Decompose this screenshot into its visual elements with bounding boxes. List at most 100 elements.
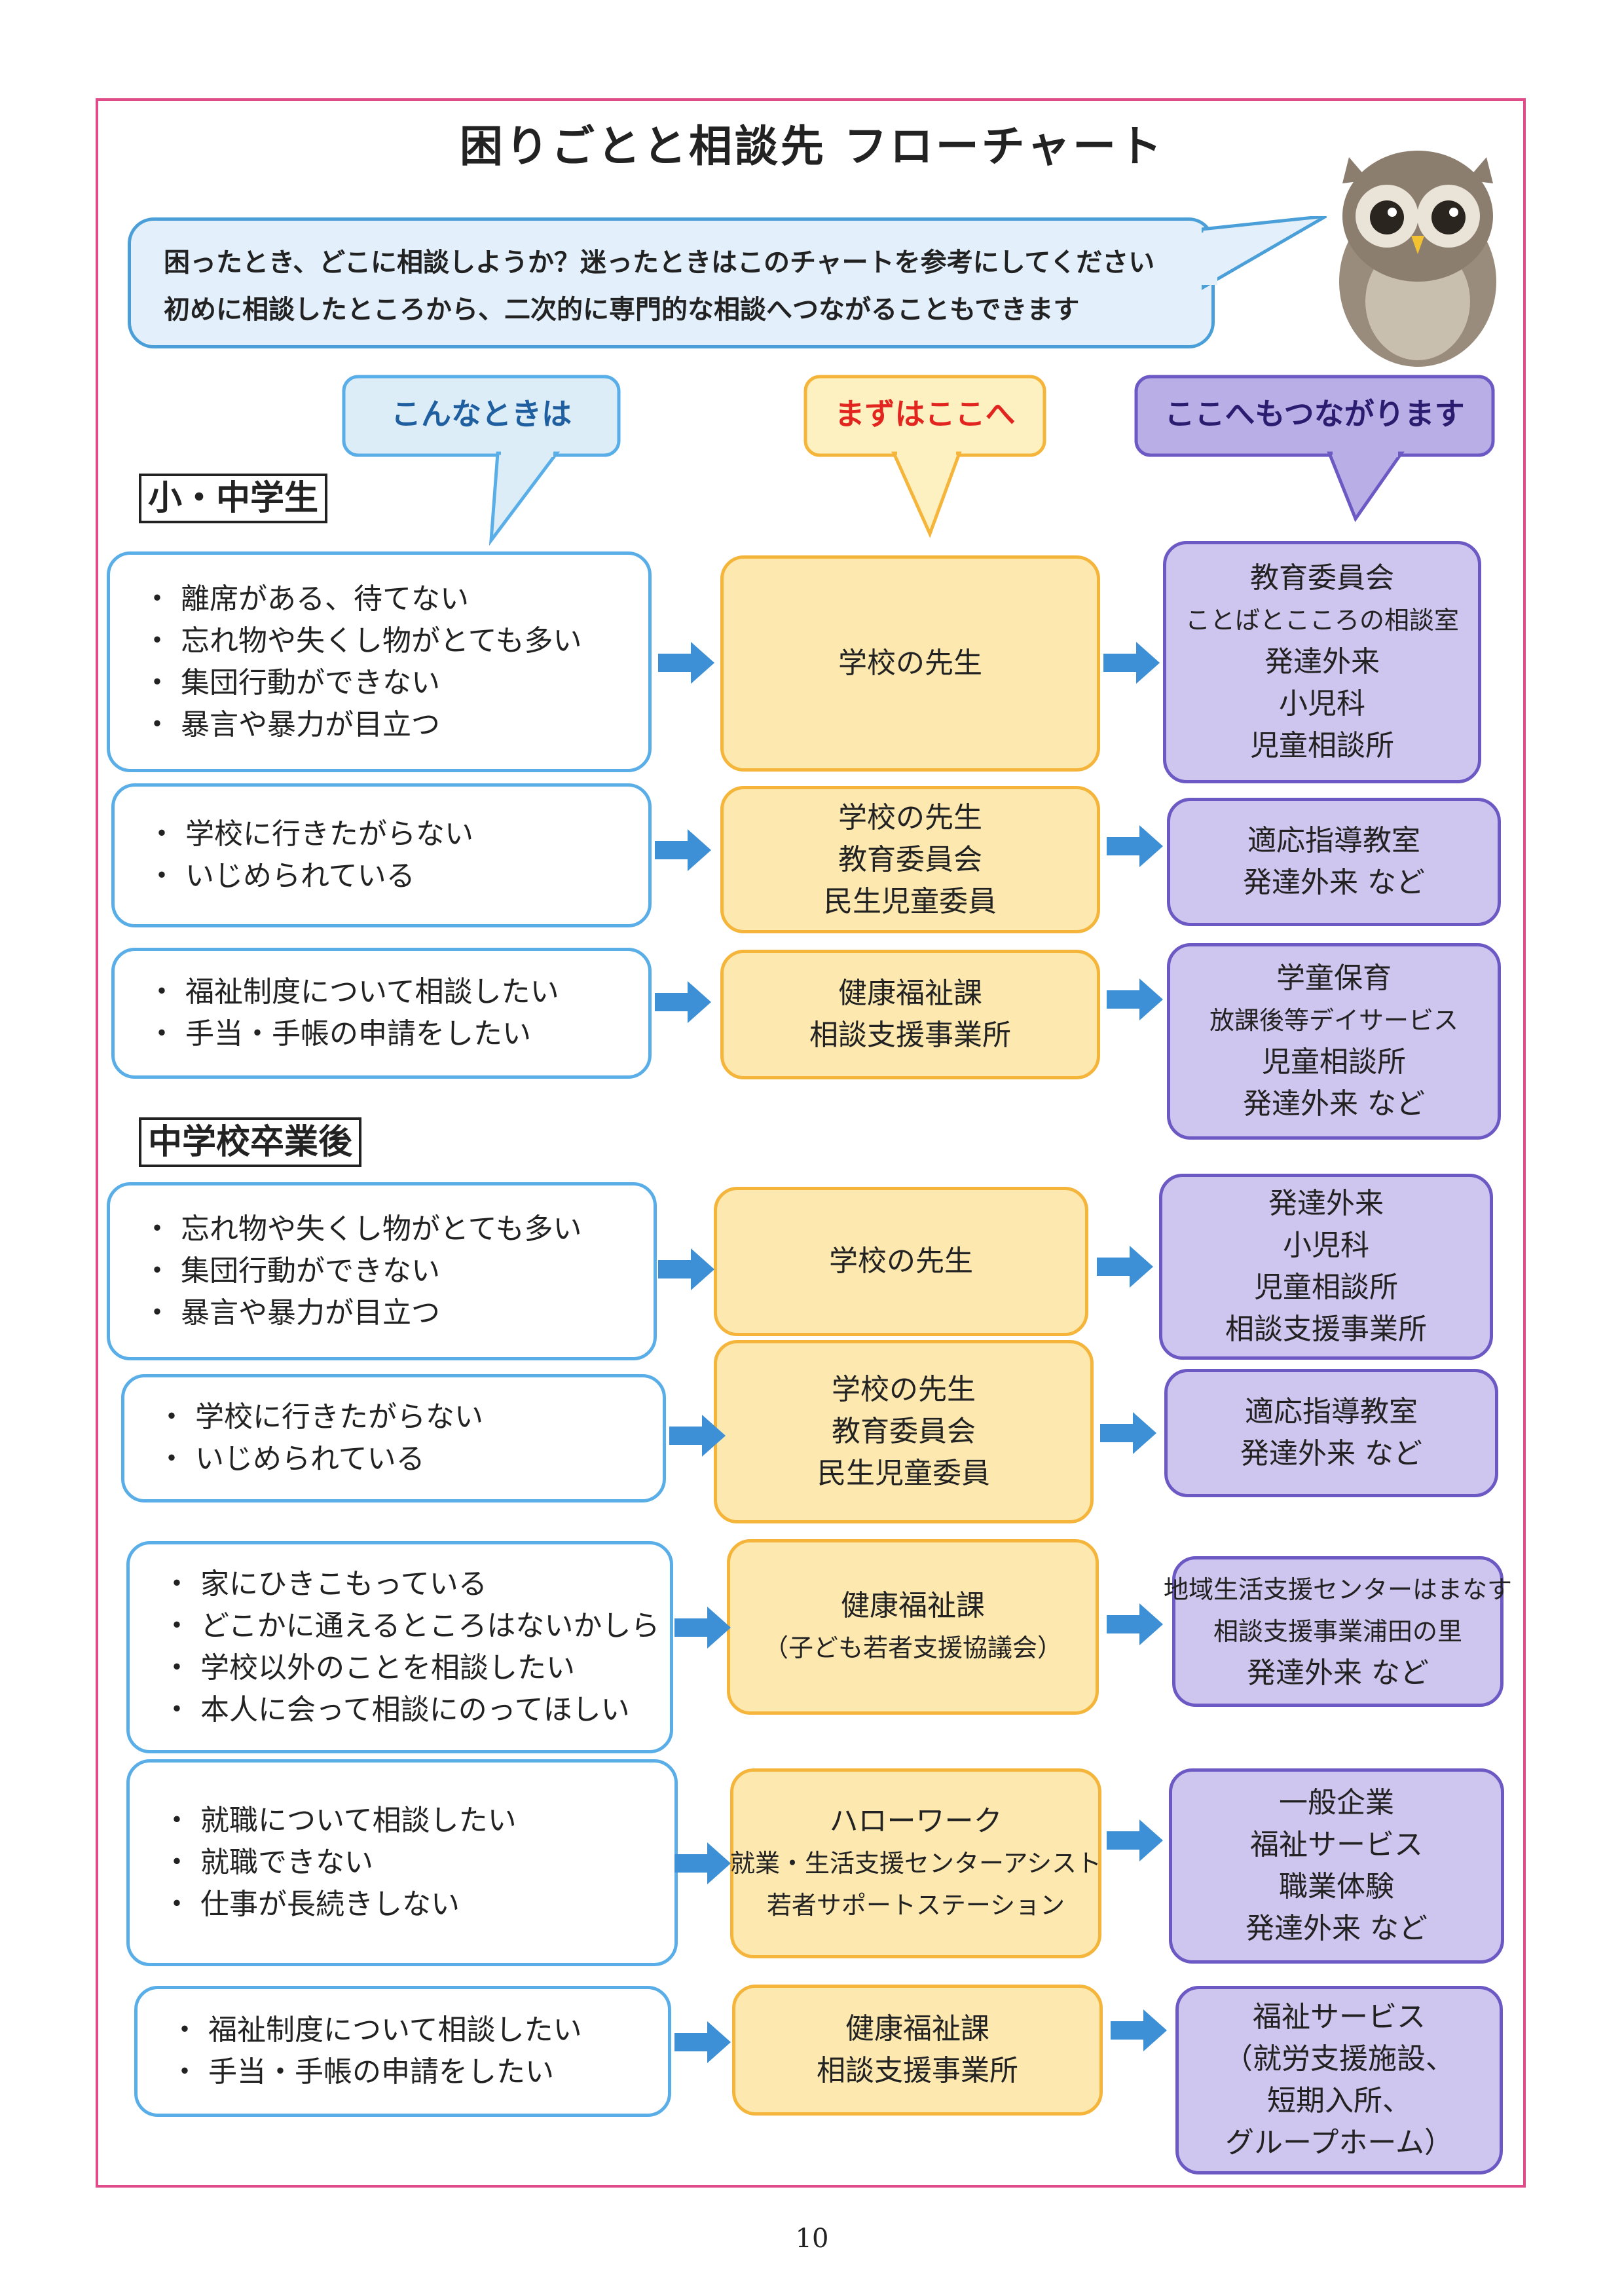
arrow-icon bbox=[1097, 1246, 1153, 1288]
row-7-first-contact: 健康福祉課 相談支援事業所 bbox=[732, 1985, 1103, 2116]
condition-text: ・ 福祉制度について相談したい bbox=[147, 975, 559, 1009]
referral-text: 福祉サービス bbox=[1253, 2000, 1426, 2034]
arrow-icon bbox=[658, 642, 714, 684]
condition-text: ・ 就職について相談したい bbox=[162, 1804, 517, 1837]
condition-text: ・ 本人に会って相談にのってほしい bbox=[162, 1693, 630, 1726]
row-5-referrals: 地域生活支援センターはまなす 相談支援事業浦田の里 発達外来 など bbox=[1164, 1556, 1512, 1707]
row-0-first-contact: 学校の先生 bbox=[720, 555, 1100, 772]
contact-text: （子ども若者支援協議会） bbox=[763, 1633, 1062, 1662]
referral-text: 適応指導教室 bbox=[1245, 1395, 1418, 1428]
referral-text: 教育委員会 bbox=[1250, 561, 1394, 595]
intro-line-2: 初めに相談したところから、二次的に専門的な相談へつながることもできます bbox=[164, 295, 1080, 325]
arrow-icon bbox=[658, 1248, 714, 1290]
condition-text: ・ 忘れ物や失くし物がとても多い bbox=[143, 1212, 582, 1246]
condition-text: ・ 忘れ物や失くし物がとても多い bbox=[143, 624, 582, 658]
referral-text: 相談支援事業浦田の里 bbox=[1213, 1617, 1462, 1646]
condition-text: ・ 集団行動ができない bbox=[143, 665, 440, 700]
referral-text: 発達外来 bbox=[1268, 1187, 1384, 1220]
referral-text: 相談支援事業所 bbox=[1225, 1313, 1427, 1346]
referral-text: 学童保育 bbox=[1276, 961, 1392, 995]
arrow-icon bbox=[1111, 2009, 1167, 2051]
arrow-icon bbox=[1100, 1412, 1156, 1454]
arrow-icon bbox=[1107, 1603, 1163, 1645]
contact-text: 健康福祉課 bbox=[838, 977, 982, 1010]
arrow-icon bbox=[655, 981, 711, 1023]
referral-text: グループホーム） bbox=[1225, 2126, 1454, 2159]
contact-text: 教育委員会 bbox=[838, 842, 982, 876]
referral-text: 小児科 bbox=[1279, 687, 1365, 720]
page-title: 困りごとと相談先 フローチャート bbox=[459, 121, 1165, 172]
row-4-first-contact: 学校の先生 教育委員会 民生児童委員 bbox=[714, 1340, 1094, 1523]
referral-text: 発達外来 など bbox=[1243, 1087, 1425, 1121]
arrow-icon bbox=[674, 1842, 731, 1884]
arrow-icon bbox=[1107, 1819, 1163, 1861]
referral-text: 児童相談所 bbox=[1250, 729, 1394, 762]
header-left: こんなときは bbox=[391, 396, 572, 432]
row-2-referrals: 学童保育 放課後等デイサービス 児童相談所 発達外来 など bbox=[1167, 943, 1501, 1140]
condition-text: ・ いじめられている bbox=[147, 859, 415, 893]
row-1-referrals: 適応指導教室 発達外来 など bbox=[1167, 798, 1501, 926]
contact-text: 健康福祉課 bbox=[845, 2012, 989, 2045]
row-5-conditions: ・ 家にひきこもっている ・ どこかに通えるところはないかしら ・ 学校以外のこ… bbox=[126, 1541, 673, 1753]
condition-text: ・ 就職できない bbox=[162, 1846, 373, 1879]
contact-text: 相談支援事業所 bbox=[809, 1018, 1011, 1052]
row-4-referrals: 適応指導教室 発達外来 など bbox=[1164, 1369, 1498, 1497]
arrow-icon bbox=[1107, 979, 1163, 1020]
contact-text: 民生児童委員 bbox=[817, 1457, 990, 1490]
header-middle: まずはここへ bbox=[834, 396, 1016, 432]
referral-text: 発達外来 など bbox=[1247, 1656, 1429, 1690]
row-3-referrals: 発達外来 小児科 児童相談所 相談支援事業所 bbox=[1159, 1174, 1493, 1360]
condition-text: ・ 暴言や暴力が目立つ bbox=[143, 1296, 440, 1330]
arrow-icon bbox=[1103, 642, 1160, 684]
row-4-conditions: ・ 学校に行きたがらない ・ いじめられている bbox=[121, 1374, 666, 1502]
arrow-icon bbox=[1107, 825, 1163, 867]
row-7-conditions: ・ 福祉制度について相談したい ・ 手当・手帳の申請をしたい bbox=[134, 1986, 671, 2117]
condition-text: ・ 手当・手帳の申請をしたい bbox=[147, 1017, 531, 1051]
referral-text: （就労支援施設、 bbox=[1224, 2042, 1454, 2076]
contact-text: 学校の先生 bbox=[838, 646, 982, 680]
referral-text: ことばとこころの相談室 bbox=[1185, 606, 1459, 635]
contact-text: 若者サポートステーション bbox=[766, 1891, 1065, 1920]
referral-text: 地域生活支援センターはまなす bbox=[1164, 1575, 1513, 1604]
intro-bubble-tail bbox=[1202, 216, 1327, 290]
row-7-referrals: 福祉サービス （就労支援施設、 短期入所、 グループホーム） bbox=[1175, 1986, 1503, 2174]
row-6-referrals: 一般企業 福祉サービス 職業体験 発達外来 など bbox=[1169, 1768, 1504, 1964]
condition-text: ・ 学校に行きたがらない bbox=[157, 1400, 483, 1434]
header-right: ここへもつながります bbox=[1164, 396, 1465, 432]
contact-text: 教育委員会 bbox=[832, 1415, 976, 1448]
row-0-referrals: 教育委員会 ことばとこころの相談室 発達外来 小児科 児童相談所 bbox=[1163, 541, 1481, 783]
arrow-icon bbox=[674, 2021, 731, 2063]
row-1-conditions: ・ 学校に行きたがらない ・ いじめられている bbox=[111, 783, 652, 927]
owl-mascot-icon bbox=[1339, 151, 1496, 367]
condition-text: ・ 仕事が長続きしない bbox=[162, 1888, 460, 1921]
section-elementary: 小・中学生 bbox=[139, 474, 328, 523]
page-number: 10 bbox=[795, 2224, 829, 2254]
referral-text: 小児科 bbox=[1283, 1229, 1369, 1262]
referral-text: 放課後等デイサービス bbox=[1209, 1006, 1458, 1035]
contact-text: ハローワーク bbox=[829, 1804, 1003, 1838]
referral-text: 発達外来 など bbox=[1243, 866, 1425, 899]
section-graduate: 中学校卒業後 bbox=[139, 1117, 362, 1167]
condition-text: ・ 学校以外のことを相談したい bbox=[162, 1651, 575, 1685]
condition-text: ・ 学校に行きたがらない bbox=[147, 817, 473, 851]
contact-text: 相談支援事業所 bbox=[817, 2054, 1018, 2087]
row-0-conditions: ・ 離席がある、待てない ・ 忘れ物や失くし物がとても多い ・ 集団行動ができな… bbox=[107, 551, 652, 772]
row-2-first-contact: 健康福祉課 相談支援事業所 bbox=[720, 950, 1100, 1079]
referral-text: 福祉サービス bbox=[1250, 1828, 1423, 1861]
intro-bubble: 困ったとき、どこに相談しようか？迷ったときはこのチャートを参考にしてください 初… bbox=[128, 217, 1215, 348]
condition-text: ・ 福祉制度について相談したい bbox=[170, 2013, 582, 2047]
contact-text: 民生児童委員 bbox=[824, 884, 997, 918]
row-1-first-contact: 学校の先生 教育委員会 民生児童委員 bbox=[720, 786, 1100, 933]
row-3-conditions: ・ 忘れ物や失くし物がとても多い ・ 集団行動ができない ・ 暴言や暴力が目立つ bbox=[107, 1182, 657, 1360]
contact-text: 就業・生活支援センターアシスト bbox=[730, 1849, 1101, 1878]
referral-text: 職業体験 bbox=[1279, 1870, 1394, 1903]
contact-text: 学校の先生 bbox=[838, 800, 982, 834]
row-2-conditions: ・ 福祉制度について相談したい ・ 手当・手帳の申請をしたい bbox=[111, 948, 652, 1079]
referral-text: 一般企業 bbox=[1279, 1786, 1394, 1819]
condition-text: ・ 暴言や暴力が目立つ bbox=[143, 707, 440, 741]
contact-text: 健康福祉課 bbox=[841, 1589, 985, 1622]
arrow-icon bbox=[674, 1607, 731, 1649]
referral-text: 適応指導教室 bbox=[1247, 824, 1420, 857]
arrow-icon bbox=[669, 1415, 726, 1457]
